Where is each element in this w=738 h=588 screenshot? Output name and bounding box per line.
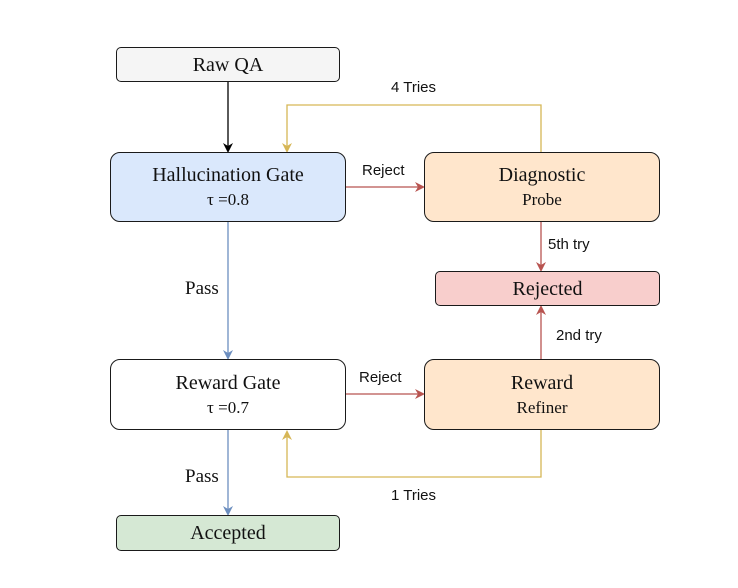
node-diagnostic-probe: Diagnostic Probe bbox=[424, 152, 660, 222]
edge-label-pass-bottom: Pass bbox=[185, 466, 219, 487]
node-diagnostic-probe-title: Diagnostic bbox=[498, 164, 586, 186]
node-accepted-title: Accepted bbox=[190, 522, 266, 544]
node-hallucination-gate-title: Hallucination Gate bbox=[152, 164, 304, 186]
edge-label-pass-top: Pass bbox=[185, 278, 219, 299]
node-reward-refiner-title: Reward bbox=[510, 371, 574, 394]
node-rejected: Rejected bbox=[435, 271, 660, 306]
node-reward-gate-threshold: τ =0.7 bbox=[207, 397, 249, 417]
node-reward-refiner-subtitle: Refiner bbox=[516, 397, 568, 417]
node-raw-qa-title: Raw QA bbox=[192, 53, 264, 76]
node-diagnostic-probe-subtitle: Probe bbox=[522, 190, 562, 209]
node-hallucination-gate: Hallucination Gate τ =0.8 bbox=[110, 152, 346, 222]
edge-label-reject-top: Reject bbox=[362, 162, 405, 179]
node-reward-refiner: Reward Refiner bbox=[424, 359, 660, 430]
edge-label-four-tries: 4 Tries bbox=[391, 79, 437, 96]
node-hallucination-gate-threshold: τ =0.8 bbox=[207, 190, 249, 209]
edge-refiner-loop bbox=[282, 430, 542, 478]
edge-label-fifth-try: 5th try bbox=[548, 236, 590, 253]
node-reward-gate: Reward Gate τ =0.7 bbox=[110, 359, 346, 430]
edge-label-reject-bottom: Reject bbox=[359, 369, 402, 386]
edge-label-one-tries: 1 Tries bbox=[391, 487, 437, 504]
edge-label-second-try: 2nd try bbox=[556, 327, 602, 344]
node-raw-qa: Raw QA bbox=[116, 47, 340, 82]
node-reward-gate-title: Reward Gate bbox=[175, 371, 281, 394]
edge-diagnostic-loop bbox=[282, 104, 542, 153]
node-rejected-title: Rejected bbox=[512, 277, 583, 300]
node-accepted: Accepted bbox=[116, 515, 340, 551]
